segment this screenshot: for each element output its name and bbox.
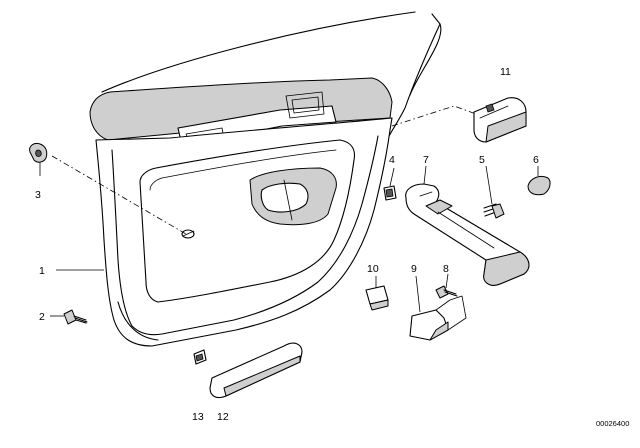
leader-part-4 [389,167,395,187]
clip-part-3 [29,143,48,163]
label-part-2: 2 [39,311,45,323]
leader-part-8 [445,273,449,289]
leader-part-5 [485,165,493,205]
diagram-reference-number: 00026400 [596,419,629,428]
label-part-6: 6 [533,154,539,166]
label-part-13: 13 [192,411,204,423]
screw-part-2 [63,309,88,325]
screw-part-5 [483,203,505,219]
clip-part-10 [365,285,389,311]
label-part-8: 8 [443,263,449,275]
label-part-12: 12 [217,411,229,423]
label-part-3: 3 [35,189,41,201]
clip-3-alignment-line [51,155,187,235]
pull-handle-part-7 [405,183,530,286]
cap-part-6 [527,175,551,196]
lower-trim-part-12 [209,342,303,399]
leader-part-9 [415,275,421,313]
bracket-part-11 [473,97,527,143]
screw-part-8 [435,285,458,299]
label-part-9: 9 [411,263,417,275]
door-trim-panel [89,77,393,347]
label-part-5: 5 [479,154,485,166]
label-part-1: 1 [39,265,45,277]
label-part-11: 11 [500,66,511,78]
door-frame [101,11,442,139]
label-part-10: 10 [367,263,379,275]
clip-part-13 [193,349,207,365]
label-part-7: 7 [423,154,429,166]
leader-part-7 [423,165,427,185]
label-part-4: 4 [389,154,395,166]
clip-part-4 [383,185,397,201]
bracket-part-9 [409,295,467,341]
